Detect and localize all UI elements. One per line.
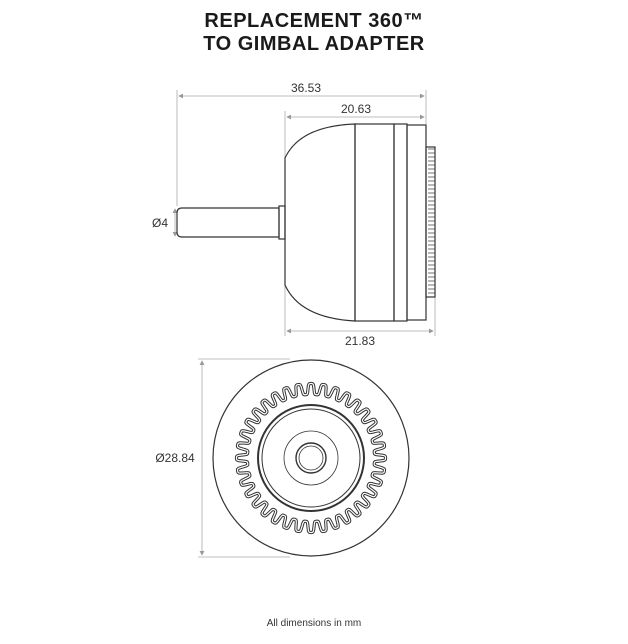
front-view [198, 358, 410, 558]
hub-bore-inner [298, 445, 324, 471]
units-note: All dimensions in mm [266, 618, 362, 629]
body-band-1 [354, 123, 395, 322]
side-view [172, 90, 436, 336]
knurl-teeth [428, 148, 435, 294]
dim-body-length: 20.63 [341, 102, 371, 116]
gear-knurl [425, 146, 436, 298]
shaft-collar [278, 205, 286, 240]
dim-outer-diameter: Ø28.84 [155, 451, 195, 465]
title-line-2: TO GIMBAL ADAPTER [203, 33, 425, 55]
title-line-1: REPLACEMENT 360™ [204, 10, 424, 32]
body-band-2 [393, 123, 408, 322]
body-band-3 [406, 124, 427, 321]
dim-overall-length: 36.53 [291, 81, 321, 95]
hub-bore-outer [295, 442, 327, 474]
outer-rim [212, 359, 410, 557]
dim-gear-length: 21.83 [345, 334, 375, 348]
extension-lines [176, 90, 436, 336]
dim-shaft-diameter: Ø4 [152, 216, 168, 230]
inner-ring-outer [257, 404, 365, 512]
dome-body [284, 123, 356, 322]
shaft [176, 207, 280, 238]
hub-face [283, 430, 339, 486]
inner-ring-inner [261, 408, 361, 508]
